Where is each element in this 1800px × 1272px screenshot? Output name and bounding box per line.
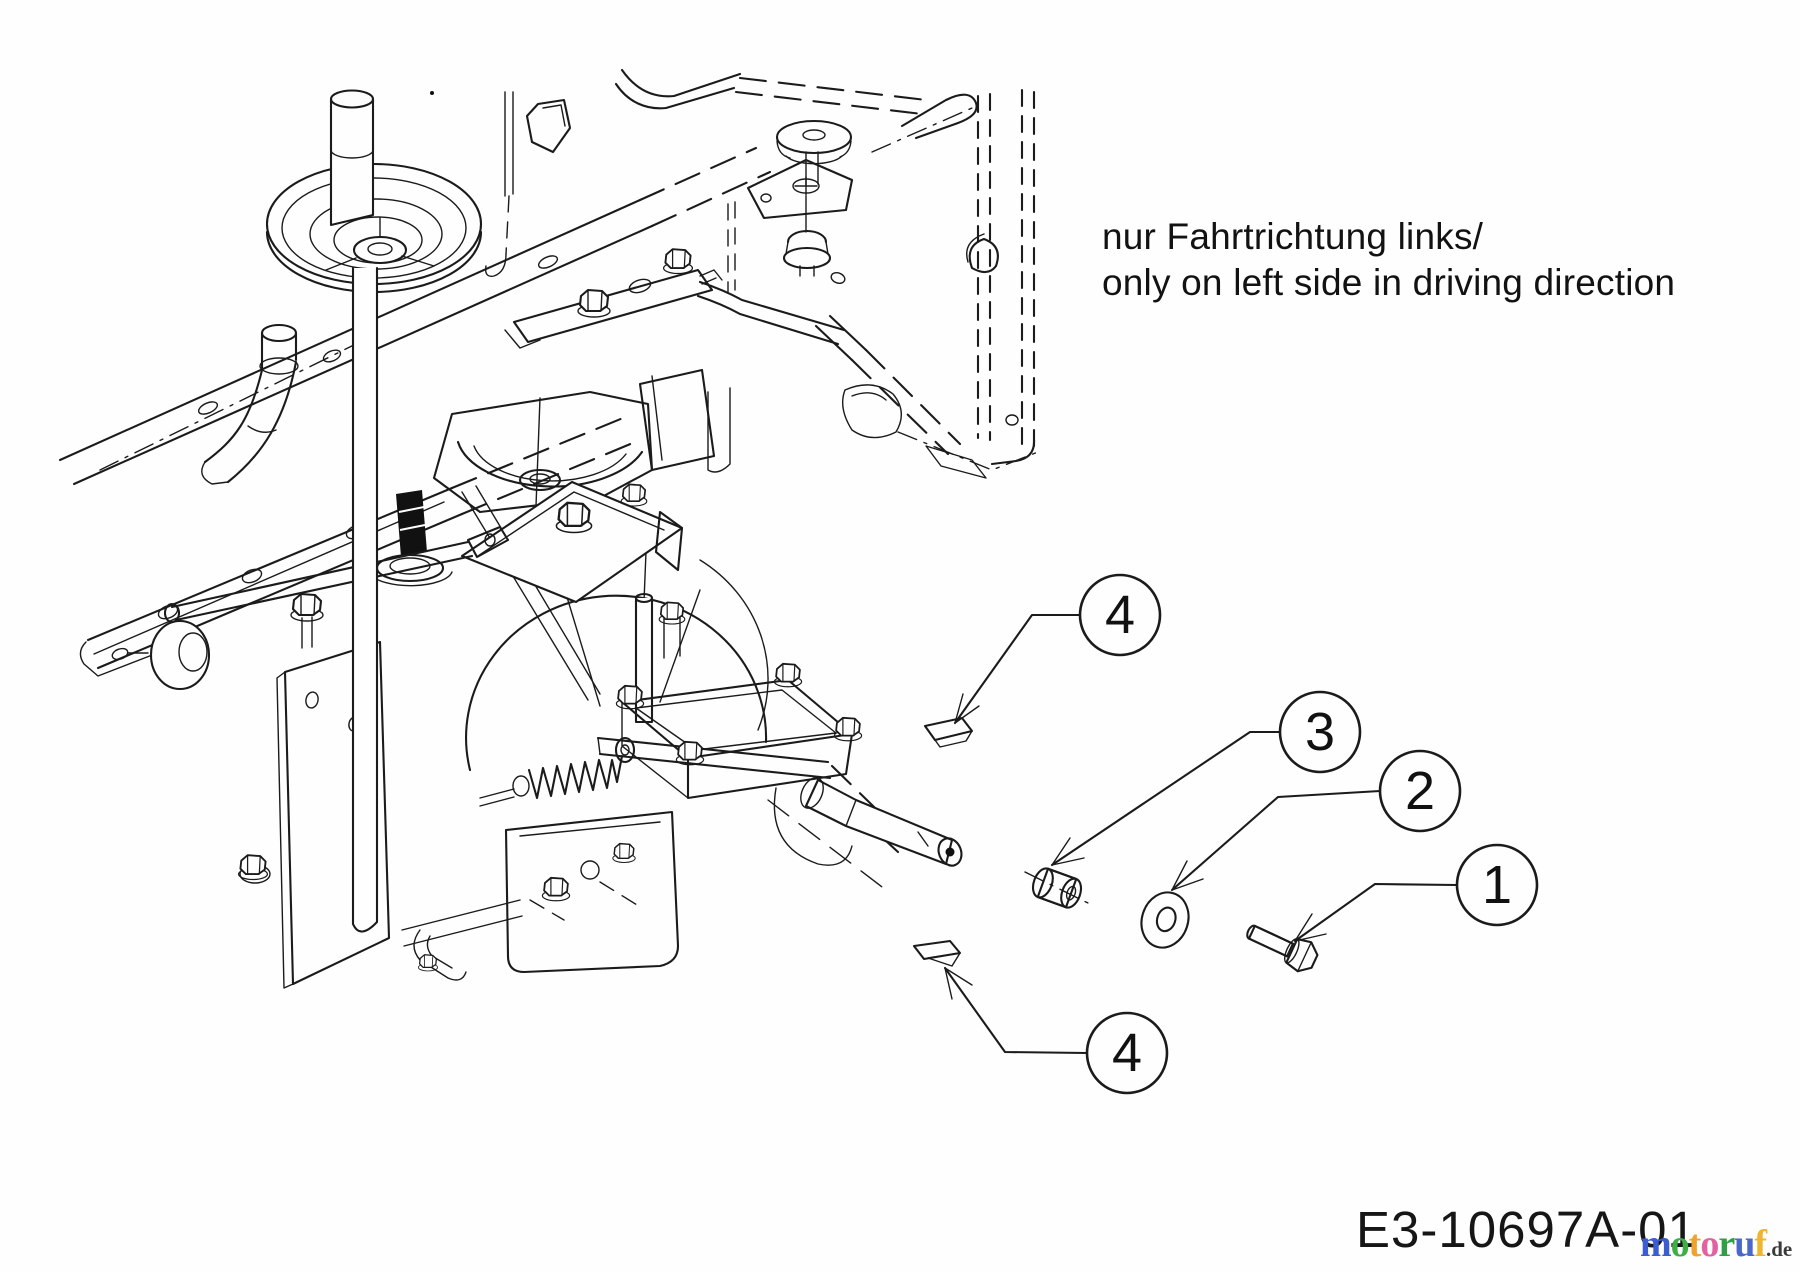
- callout-4-upper: 4: [1078, 573, 1162, 657]
- callout-1: 1: [1455, 843, 1539, 927]
- watermark-letter: t: [1688, 1223, 1702, 1265]
- watermark-letter: u: [1734, 1223, 1755, 1265]
- part-flat-washer: [1140, 891, 1190, 949]
- drawing-number: E3-10697A-01: [1356, 1201, 1697, 1258]
- watermark-suffix: .de: [1765, 1237, 1793, 1261]
- direction-note-en: only on left side in driving direction: [1102, 262, 1676, 303]
- part-shim-upper: [923, 716, 974, 748]
- part-spacer-sleeve: [1024, 867, 1093, 909]
- tension-spring: [479, 736, 636, 807]
- callout-4-upper-label: 4: [1105, 585, 1135, 645]
- callout-2-label: 2: [1405, 761, 1435, 821]
- callout-4-lower: 4: [1085, 1011, 1169, 1095]
- direction-note-de: nur Fahrtrichtung links/: [1102, 216, 1484, 257]
- part-shim-lower: [912, 939, 962, 967]
- callout-3: 3: [1278, 690, 1362, 774]
- pulley-assembly: [265, 89, 483, 521]
- direction-note: nur Fahrtrichtung links/ only on left si…: [1102, 214, 1675, 306]
- output-shaft: [800, 777, 963, 867]
- watermark-letter: o: [1670, 1223, 1690, 1265]
- watermark-letter: o: [1700, 1223, 1719, 1265]
- callout-4-lower-label: 4: [1112, 1023, 1142, 1083]
- callout-leaders: [943, 613, 1459, 1055]
- part-hex-bolt: [1246, 924, 1319, 973]
- mounting-plate-lever: [127, 266, 510, 989]
- watermark-letter: r: [1718, 1223, 1735, 1265]
- callout-1-label: 1: [1482, 855, 1512, 915]
- watermark-logo: motoruf.de: [1640, 1222, 1792, 1266]
- frame-hardware: [430, 91, 902, 439]
- callout-2: 2: [1378, 749, 1462, 833]
- callout-3-label: 3: [1305, 702, 1335, 762]
- watermark-letter: f: [1754, 1223, 1767, 1265]
- watermark-letter: m: [1640, 1223, 1672, 1265]
- transaxle-assembly: [369, 368, 863, 981]
